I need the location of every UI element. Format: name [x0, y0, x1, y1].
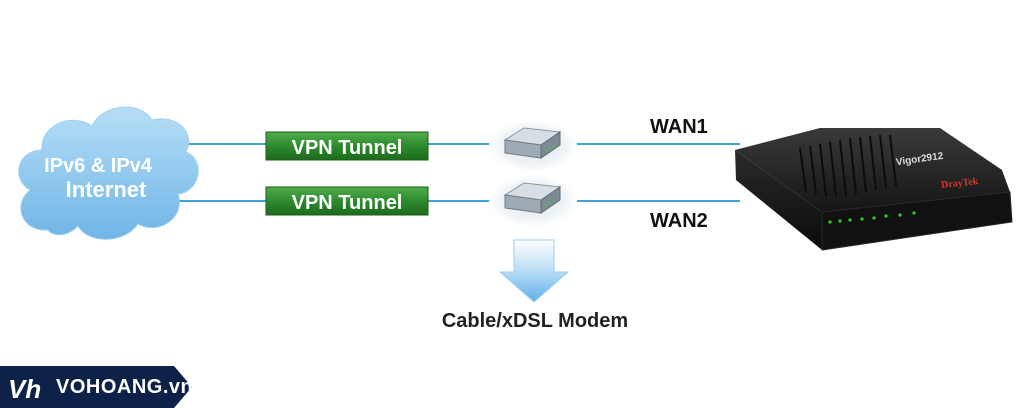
modem-bottom [489, 175, 577, 227]
watermark: Vh [0, 366, 198, 408]
modem-label: Cable/xDSL Modem [441, 310, 629, 332]
vpn-tunnel-bottom: VPN Tunnel [265, 186, 429, 216]
draytek-router: Vigor2912 DrayTek [735, 128, 1013, 251]
wan2-label: WAN2 [650, 210, 708, 232]
cloud-line2: Internet [66, 177, 147, 202]
watermark-text: VOHOANG.vn [56, 376, 194, 398]
watermark-logo: Vh [8, 374, 41, 404]
router-brand: DrayTek [941, 176, 980, 191]
modem-top [489, 120, 577, 172]
cloud-line1: IPv6 & IPv4 [44, 155, 153, 177]
vpn-tunnel-top: VPN Tunnel [265, 131, 429, 161]
vpn-tunnel-bottom-label: VPN Tunnel [292, 192, 403, 214]
down-arrow-icon [498, 239, 570, 303]
router-leds [828, 211, 916, 224]
wan1-label: WAN1 [650, 116, 708, 138]
vpn-tunnel-top-label: VPN Tunnel [292, 137, 403, 159]
internet-cloud: IPv6 & IPv4 Internet [18, 106, 199, 240]
